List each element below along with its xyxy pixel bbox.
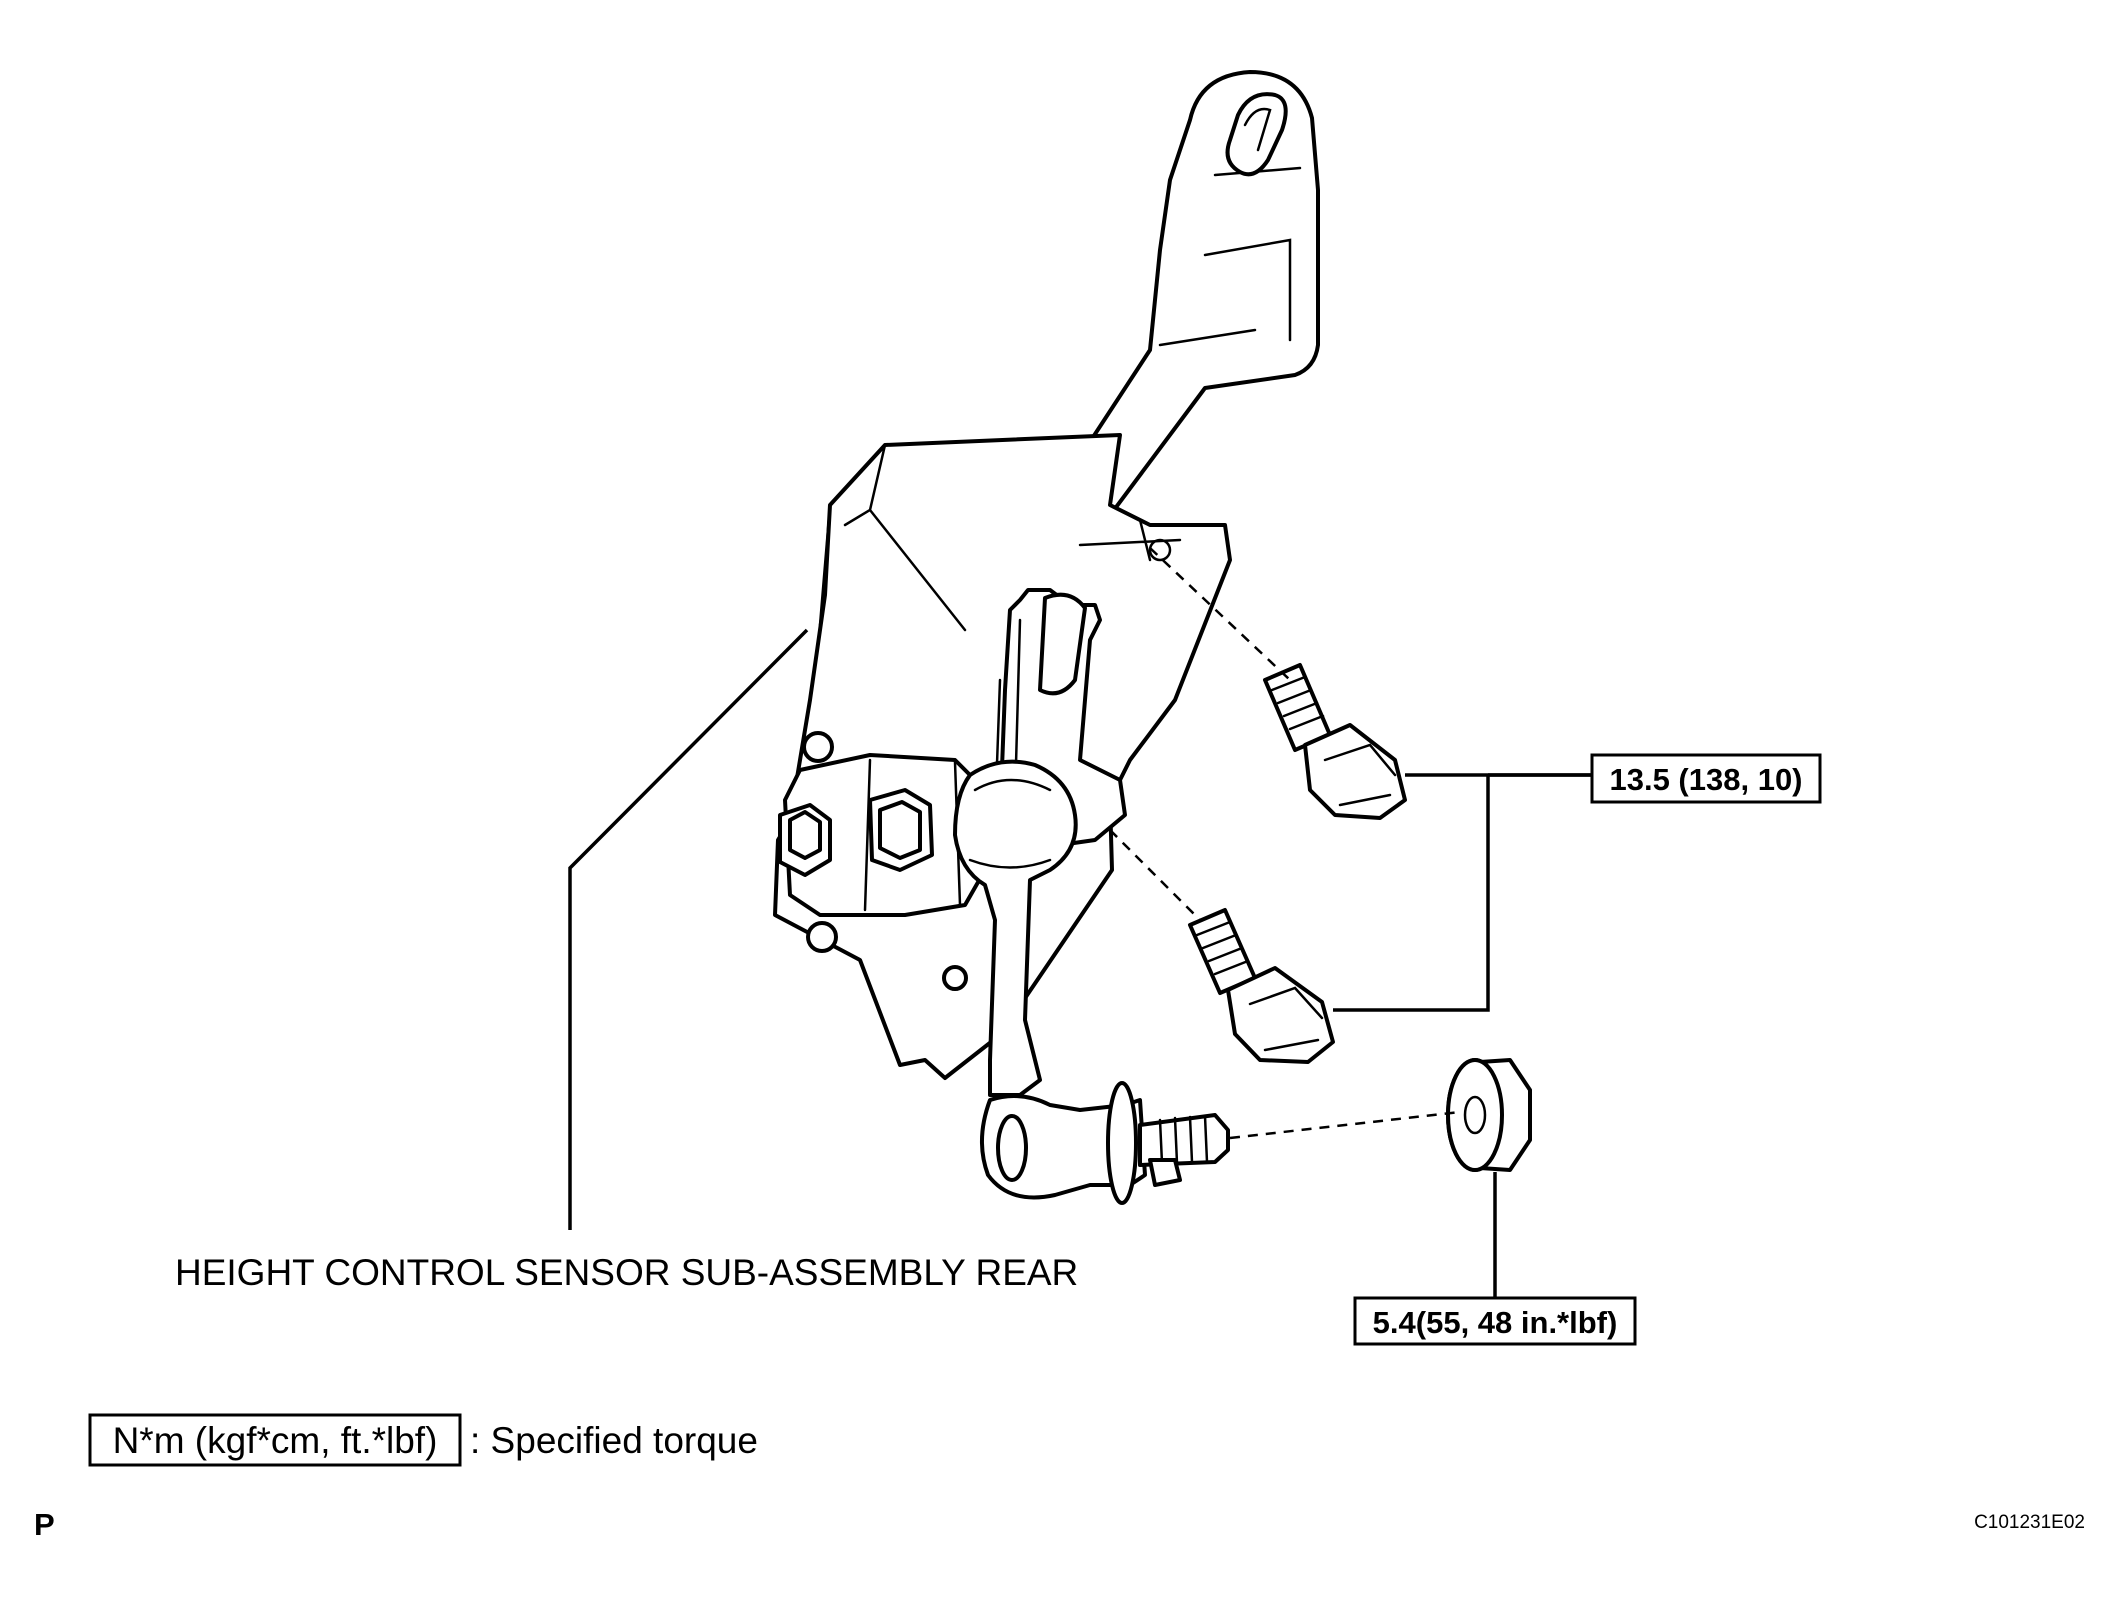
legend-units: N*m (kgf*cm, ft.*lbf) [113, 1420, 438, 1461]
upper-bracket-arm [1058, 70, 1320, 524]
nut-torque-value: 5.4(55, 48 in.*lbf) [1373, 1305, 1618, 1340]
flange-nut [1446, 1058, 1532, 1172]
upper-bolt-alignment-line [1149, 547, 1291, 681]
sensor-link-arm [953, 759, 1078, 1097]
lower-link [979, 1081, 1230, 1205]
bolt-torque-callout: 13.5 (138, 10) [1590, 753, 1822, 804]
legend-text: : Specified torque [470, 1420, 758, 1461]
assembly-leader-line [568, 628, 809, 1230]
bolt-torque-box [1590, 753, 1822, 804]
lower-bolt-alignment-line [1109, 829, 1201, 921]
page-marker: P [34, 1507, 55, 1542]
nut-alignment-line [1229, 1110, 1461, 1140]
lower-flange-bolt [1188, 908, 1335, 1064]
lower-bolt-leader-line [1333, 775, 1490, 1012]
sensor-housing [778, 753, 987, 917]
assembly-name-label: HEIGHT CONTROL SENSOR SUB-ASSEMBLY REAR [175, 1252, 1078, 1293]
upper-flange-bolt [1263, 663, 1407, 820]
bolt-torque-value: 13.5 (138, 10) [1609, 762, 1802, 797]
legend-units-box [88, 1413, 462, 1467]
figure-code: C101231E02 [1974, 1512, 2085, 1533]
nut-torque-box [1353, 1296, 1637, 1346]
nut-torque-callout: 5.4(55, 48 in.*lbf) [1353, 1296, 1637, 1346]
torque-legend: N*m (kgf*cm, ft.*lbf) : Specified torque [88, 1413, 758, 1467]
